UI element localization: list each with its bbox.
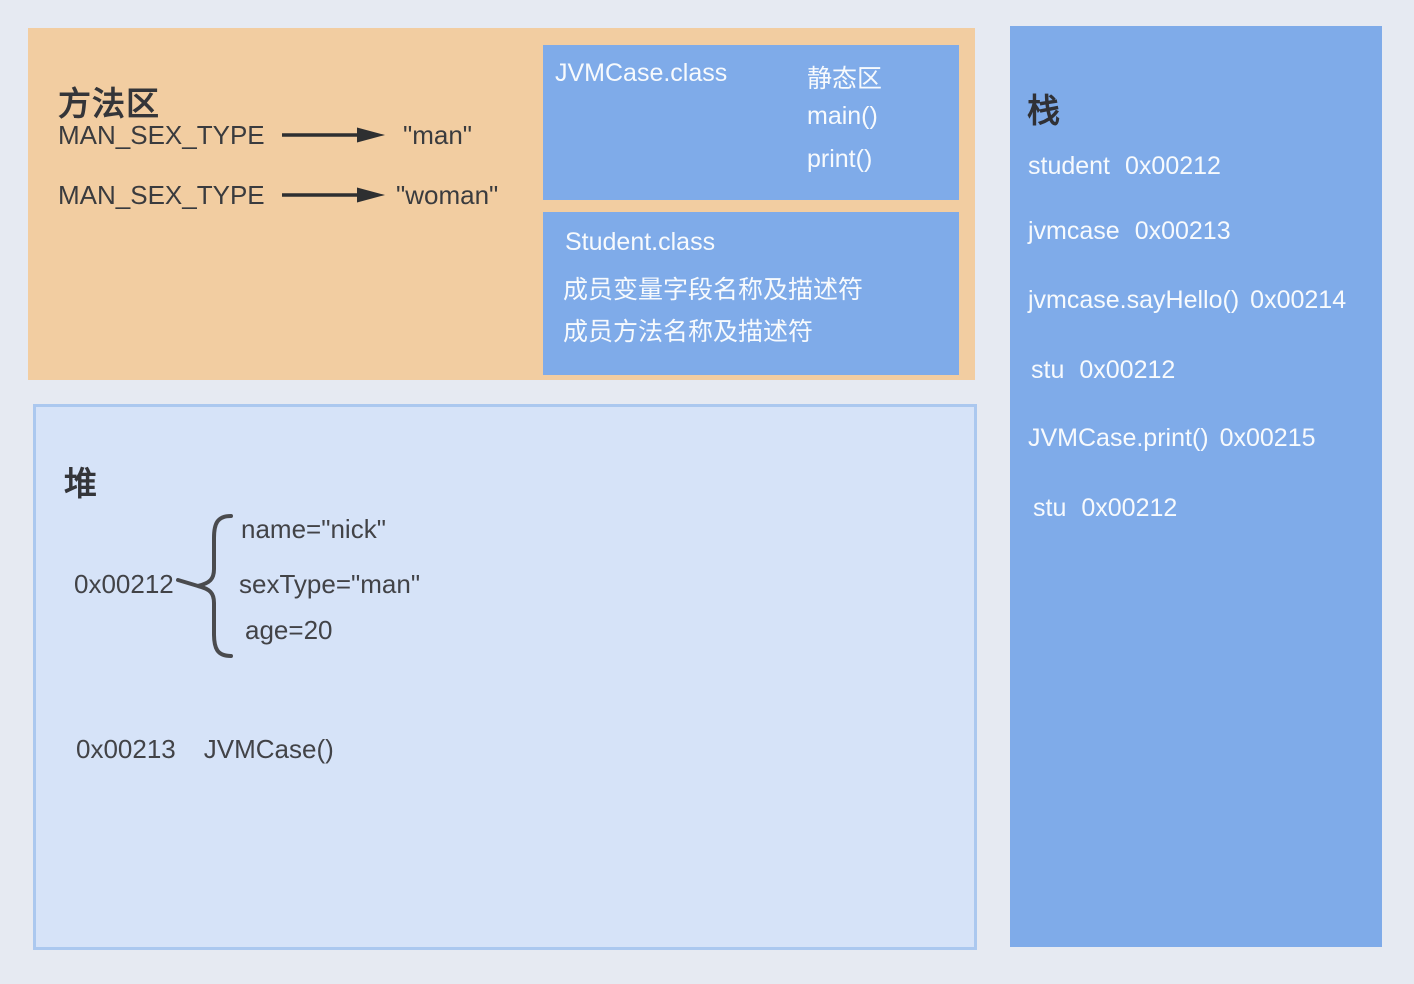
heap-entry-address: 0x00213	[76, 734, 176, 764]
static-method-print: print()	[807, 145, 873, 173]
method-area-title: 方法区	[58, 85, 160, 123]
constant-name: MAN_SEX_TYPE	[58, 180, 265, 210]
arrow-right-icon	[282, 187, 385, 203]
student-class-box: Student.class 成员变量字段名称及描述符 成员方法名称及描述符	[543, 212, 959, 375]
stack-title: 栈	[1027, 92, 1061, 130]
frame-name: JVMCase.print()	[1028, 424, 1209, 452]
frame-name: stu	[1031, 356, 1065, 384]
heap-object-address: 0x00212	[74, 569, 174, 599]
frame-name: jvmcase.sayHello()	[1028, 286, 1240, 314]
heap-panel: 堆 0x00212 name="nick" sexType="man" age=…	[33, 404, 977, 950]
stack-frame: jvmcase 0x00213	[1028, 216, 1231, 246]
frame-address: 0x00213	[1134, 217, 1231, 245]
stack-panel: 栈 student 0x00212 jvmcase 0x00213 jvmcas…	[1010, 26, 1382, 947]
class-box-title: JVMCase.class	[555, 59, 728, 87]
curly-brace-icon	[176, 514, 233, 658]
frame-name: student	[1028, 152, 1111, 180]
heap-entry-jvmcase: 0x00213 JVMCase()	[76, 734, 334, 765]
stack-frame: jvmcase.sayHello() 0x00214	[1028, 285, 1346, 315]
stack-frame: JVMCase.print() 0x00215	[1028, 423, 1316, 453]
constant-value: "man"	[403, 120, 473, 150]
constant-row-woman: MAN_SEX_TYPE "woman"	[58, 178, 938, 212]
stack-frame: stu 0x00212	[1033, 493, 1177, 523]
member-methods-label: 成员方法名称及描述符	[563, 318, 814, 346]
stack-frame: student 0x00212	[1028, 151, 1221, 181]
arrow-right-icon	[282, 127, 385, 143]
constant-name: MAN_SEX_TYPE	[58, 120, 265, 150]
heap-field-sextype: sexType="man"	[239, 569, 421, 599]
jvmcase-class-box: JVMCase.class 静态区 main() print()	[543, 45, 959, 200]
frame-name: stu	[1033, 494, 1067, 522]
method-area-panel: 方法区 MAN_SEX_TYPE "man" MAN_SEX_TYPE "wom…	[28, 28, 975, 380]
frame-address: 0x00212	[1125, 152, 1221, 180]
frame-address: 0x00214	[1250, 286, 1347, 314]
heap-entry-value: JVMCase()	[203, 734, 334, 764]
frame-name: jvmcase	[1028, 217, 1120, 245]
class-box-title: Student.class	[565, 228, 716, 256]
heap-field-age: age=20	[245, 615, 333, 645]
stack-frame: stu 0x00212	[1031, 355, 1175, 385]
frame-address: 0x00212	[1079, 356, 1176, 384]
constant-value: "woman"	[396, 180, 499, 210]
static-method-main: main()	[807, 102, 878, 130]
heap-title: 堆	[64, 465, 98, 503]
member-fields-label: 成员变量字段名称及描述符	[563, 276, 864, 304]
frame-address: 0x00212	[1081, 494, 1178, 522]
frame-address: 0x00215	[1219, 424, 1316, 452]
static-area-label: 静态区	[807, 65, 883, 93]
heap-field-name: name="nick"	[241, 514, 386, 544]
constant-row-man: MAN_SEX_TYPE "man"	[58, 118, 938, 152]
